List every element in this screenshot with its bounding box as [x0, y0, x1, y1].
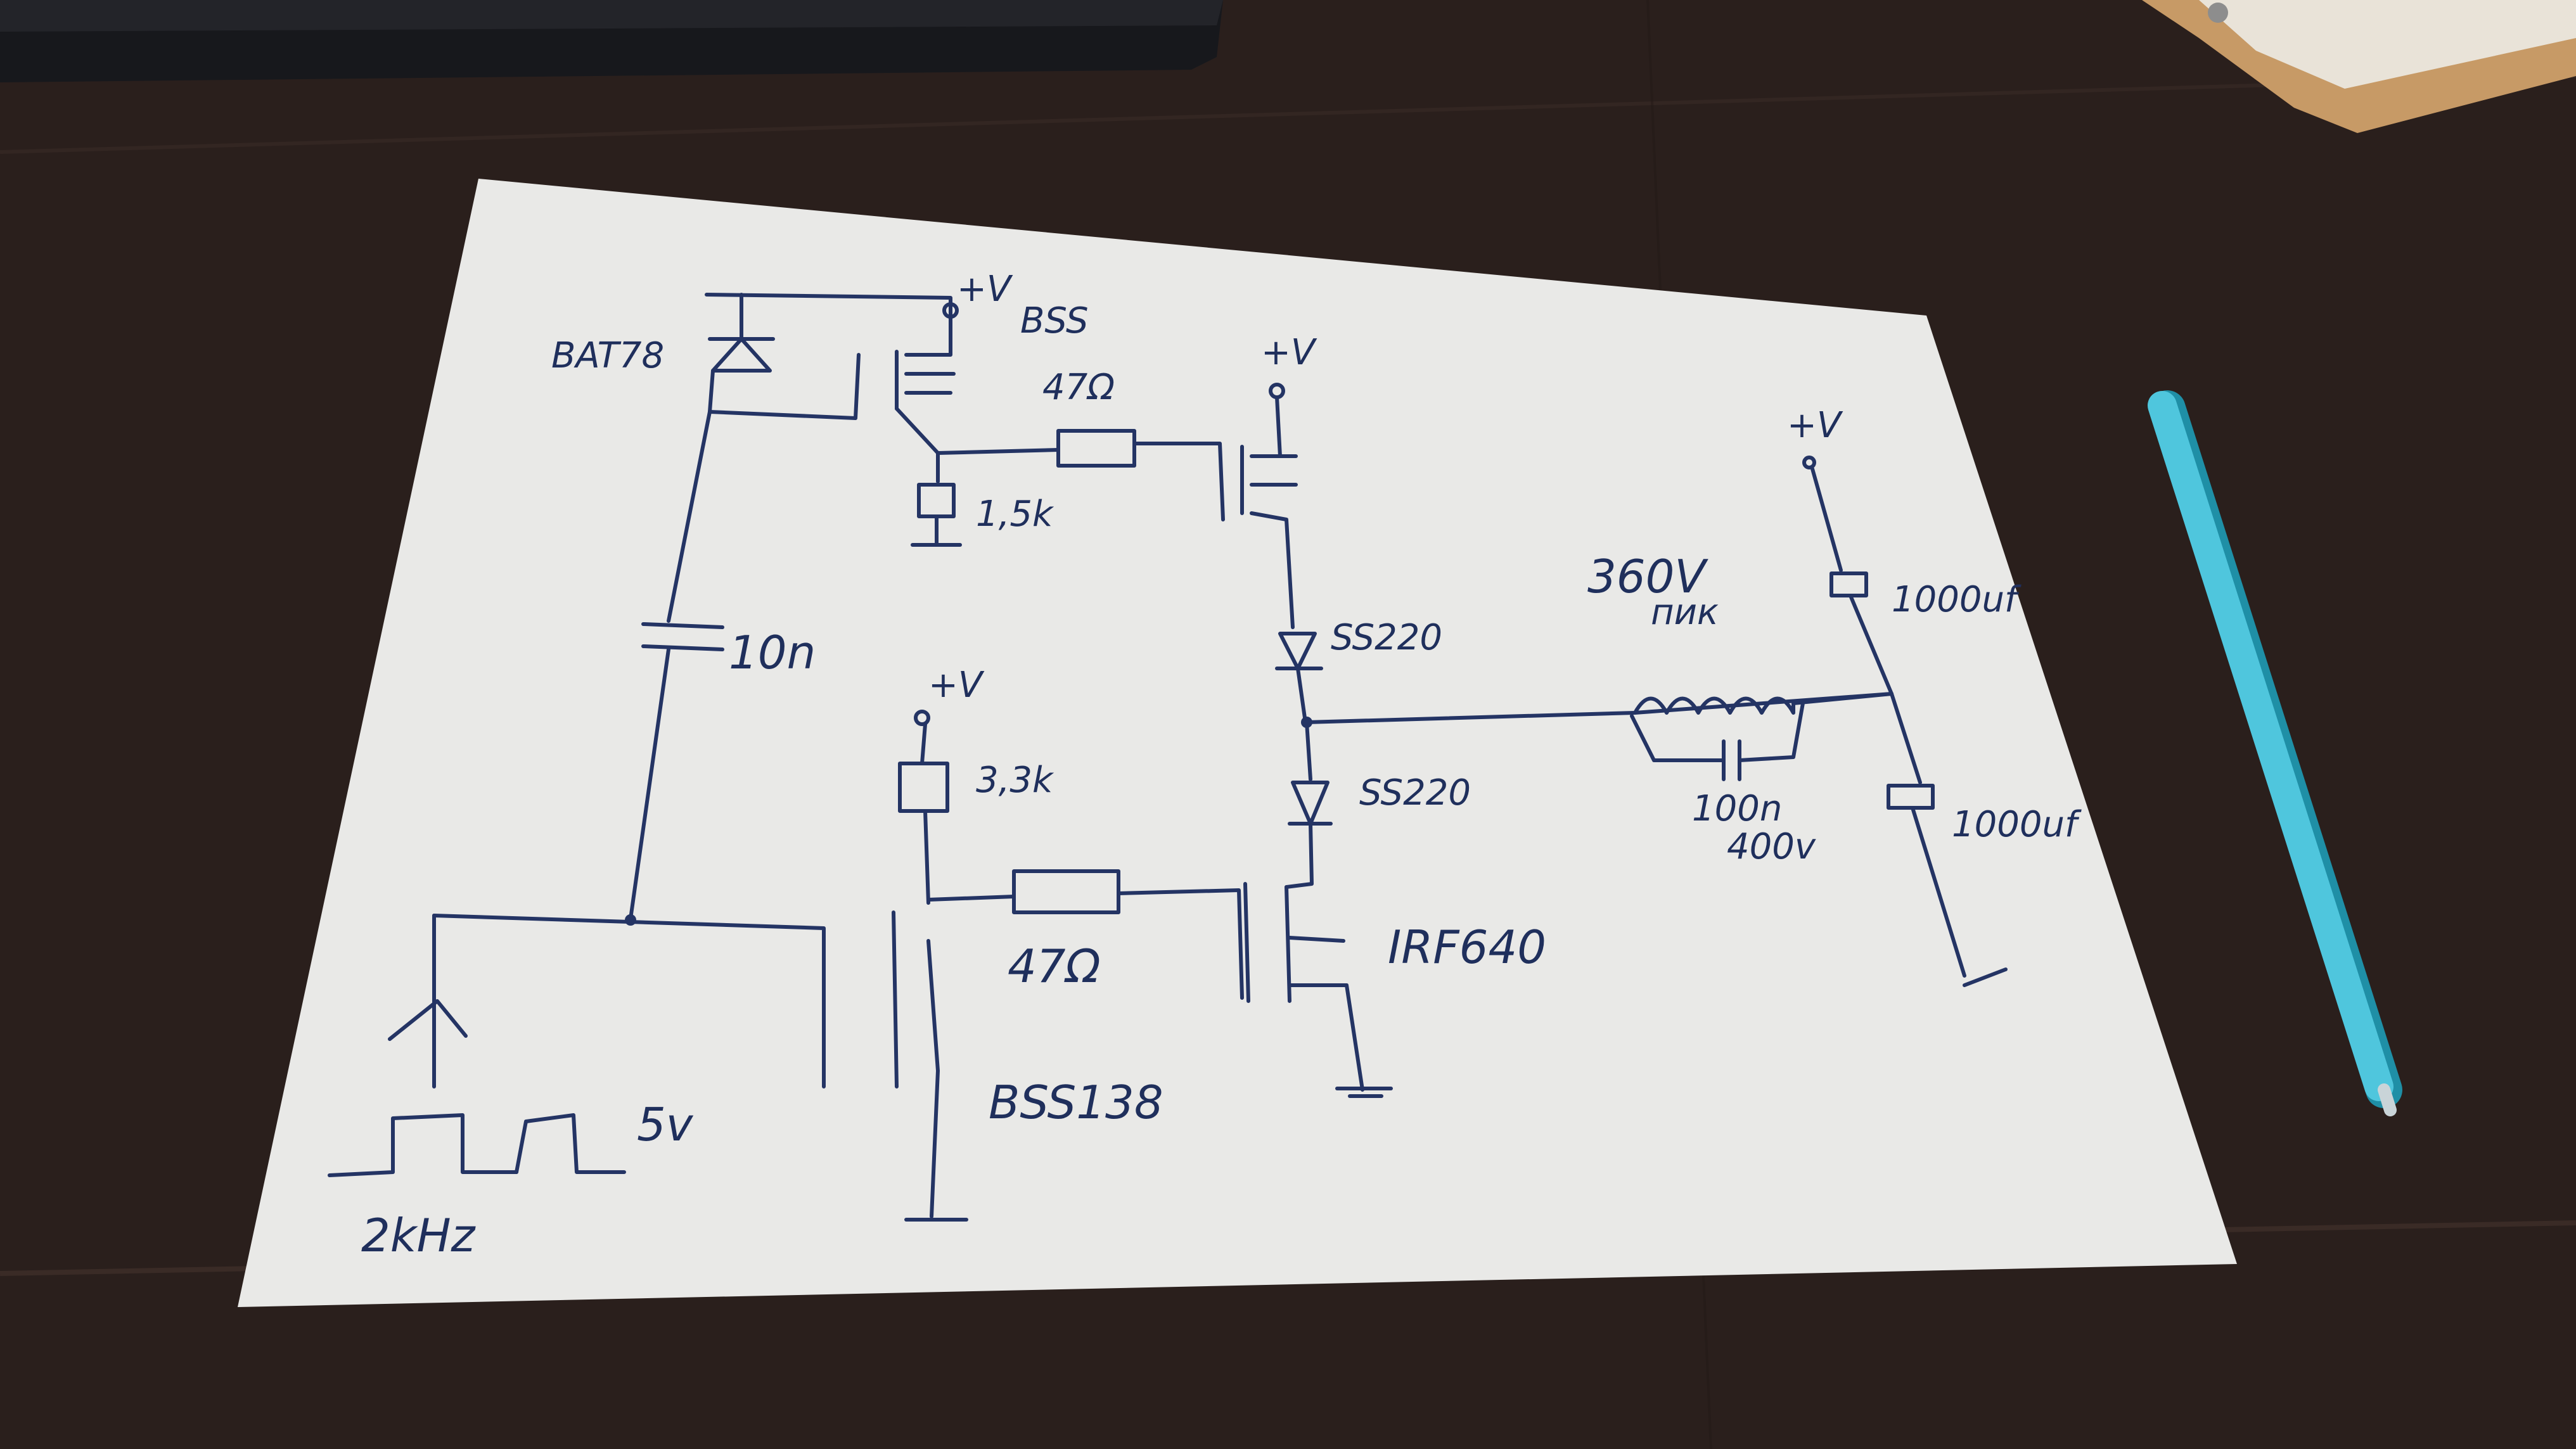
label-signal-freq: 2kHz — [361, 1209, 477, 1262]
label-peak-sub: пик — [1651, 592, 1719, 633]
label-peak: 360V — [1587, 550, 1708, 603]
label-diode-bottom: SS220 — [1359, 772, 1471, 814]
label-res-47-bottom: 47Ω — [1008, 940, 1101, 993]
label-res-15k: 1,5k — [976, 494, 1054, 535]
label-diode-top: SS220 — [1331, 617, 1442, 658]
label-vplus-top: +V — [957, 269, 1013, 310]
label-cap-1000-top: 1000uf — [1892, 579, 2022, 620]
label-signal-5v: 5v — [637, 1098, 694, 1151]
pen — [2148, 390, 2402, 1116]
laptop-edge — [0, 0, 1223, 82]
label-vplus-left: +V — [928, 665, 985, 706]
label-res-33k: 3,3k — [976, 760, 1054, 801]
schematic-ink — [328, 293, 2008, 1222]
wooden-box — [2142, 0, 2576, 133]
label-cap-1000-bottom: 1000uf — [1952, 804, 2082, 845]
label-bss138: BSS138 — [989, 1076, 1163, 1129]
label-res-47-top: 47Ω — [1042, 367, 1115, 408]
label-cap-10n: 10n — [729, 626, 816, 679]
schematic-labels: BAT78 +V BSS 47Ω 1,5k +V SS220 10n +V 3,… — [361, 269, 2082, 1262]
label-bss-top: BSS — [1020, 300, 1089, 342]
label-vplus-mid: +V — [1261, 332, 1317, 373]
paper-sheet — [238, 179, 2237, 1307]
label-cap-400v: 400v — [1727, 826, 1816, 867]
label-mosfet-irf: IRF640 — [1388, 921, 1546, 974]
label-zener: BAT78 — [551, 335, 664, 376]
label-cap-100n: 100n — [1692, 788, 1782, 829]
label-vplus-right: +V — [1787, 405, 1843, 446]
